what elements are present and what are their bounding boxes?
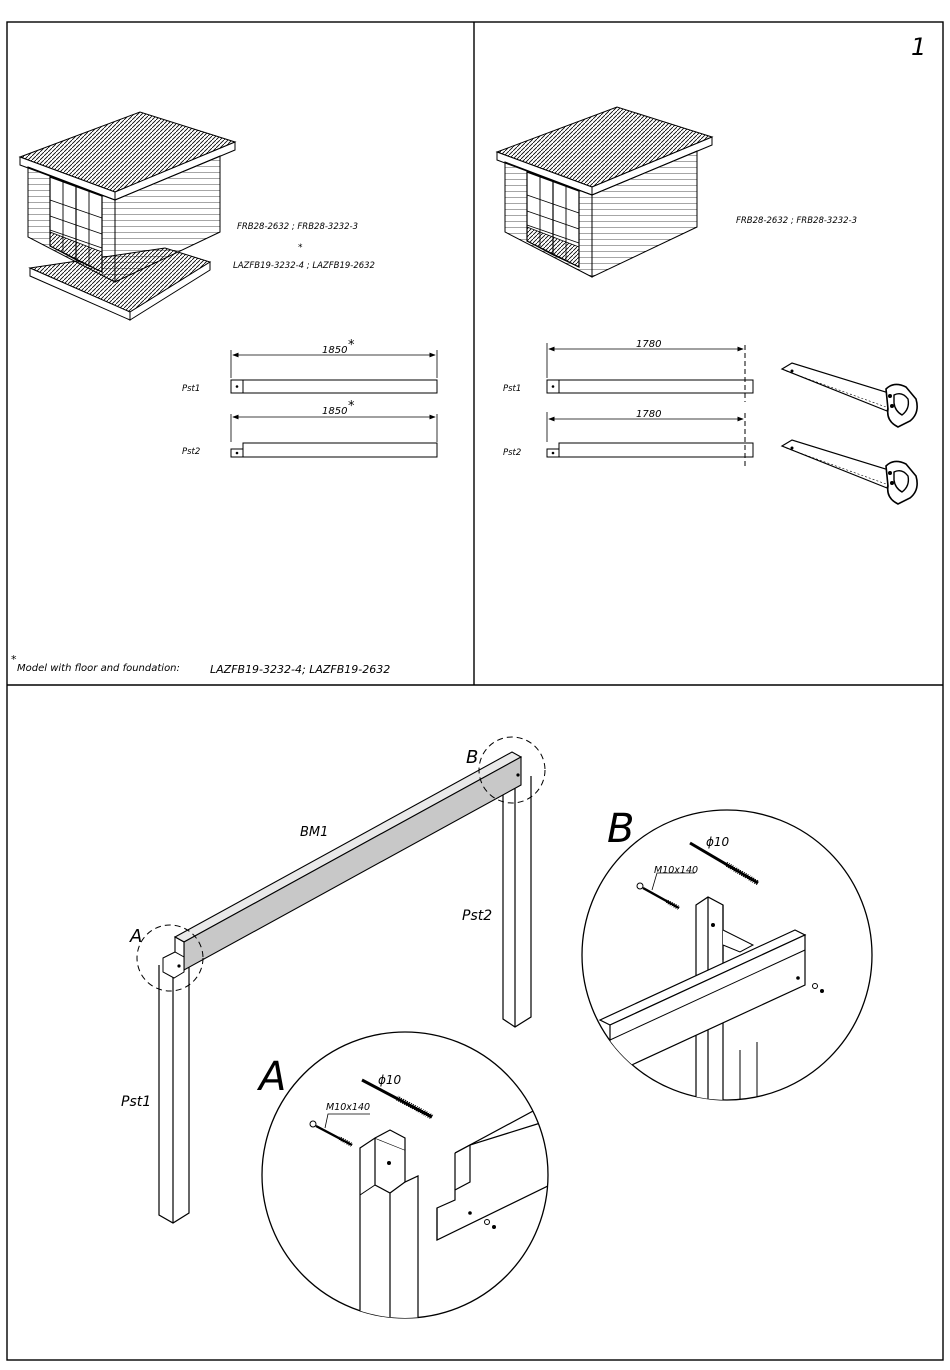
beam-pst1-cut: 1780	[547, 339, 753, 402]
beam-name-label: Pst2	[503, 448, 521, 458]
beam-length-star: *	[348, 399, 355, 414]
post-pst2-label: Pst2	[462, 908, 492, 924]
saw-icon	[782, 363, 917, 427]
beam-length-label: 1850	[322, 406, 347, 417]
beam-length-star: *	[348, 338, 355, 353]
detail-a	[262, 1032, 550, 1330]
beam-pst2-uncut: 1850 *	[231, 399, 437, 457]
beam-bm1-label: BM1	[300, 825, 328, 840]
callout-a-letter: A	[129, 926, 142, 947]
post-pst1-label: Pst1	[121, 1094, 151, 1110]
beam-bm1	[163, 752, 521, 978]
beam-length-label: 1850	[322, 345, 347, 356]
model-codes-right: FRB28-2632 ; FRB28-3232-3	[736, 216, 857, 226]
shed-drawing	[497, 107, 712, 277]
beam-pst2-cut: 1780	[547, 409, 753, 468]
detail-a-letter: A	[256, 1054, 286, 1100]
beam-name-label: Pst1	[182, 384, 200, 394]
footnote-models: LAZFB19-3232-4; LAZFB19-2632	[210, 663, 390, 676]
beam-length-label: 1780	[636, 339, 661, 350]
beam-length-label: 1780	[636, 409, 661, 420]
bolt-size-label: M10x140	[654, 865, 698, 876]
bolt-size-label: M10x140	[326, 1102, 370, 1113]
shed-with-floor-drawing	[20, 112, 235, 320]
detail-b-letter: B	[607, 806, 634, 852]
post-pst2	[503, 776, 531, 1027]
beam-pst1-uncut: 1850 *	[231, 338, 437, 393]
model-codes-floor: LAZFB19-3232-4 ; LAZFB19-2632	[233, 261, 375, 271]
saw-icon	[782, 440, 917, 504]
drill-size-label: ϕ10	[378, 1073, 402, 1087]
callout-b-letter: B	[466, 747, 478, 768]
post-pst1	[159, 965, 189, 1223]
model-codes-left: FRB28-2632 ; FRB28-3232-3	[237, 222, 358, 232]
footnote-text: Model with floor and foundation:	[17, 663, 180, 674]
page-number: 1	[911, 33, 926, 61]
floor-asterisk: *	[298, 243, 303, 253]
detail-b	[582, 810, 872, 1110]
drill-size-label: ϕ10	[706, 835, 730, 849]
beam-name-label: Pst2	[182, 447, 200, 457]
beam-name-label: Pst1	[503, 384, 521, 394]
